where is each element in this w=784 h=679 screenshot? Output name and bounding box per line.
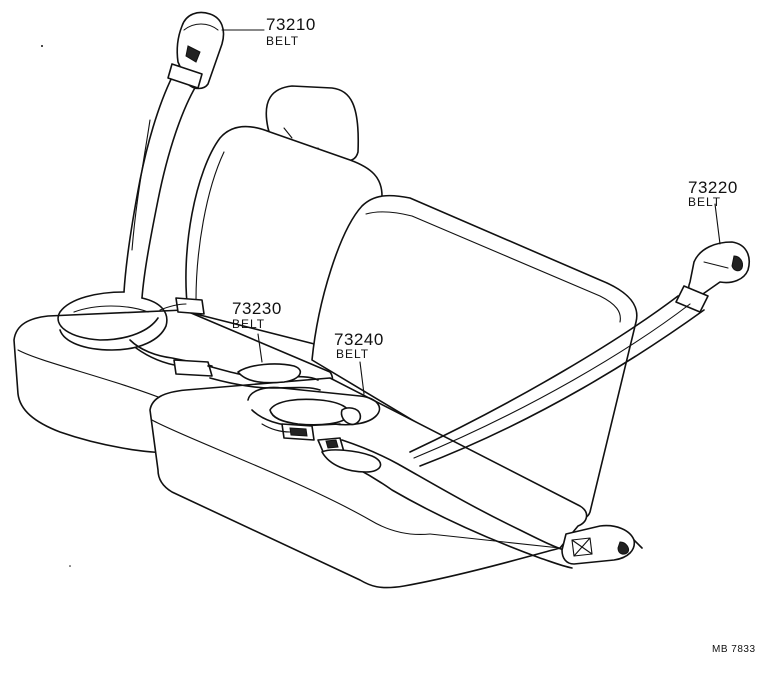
callout-number: 73230 — [232, 299, 282, 318]
seat-cushion — [13, 309, 588, 589]
callout-73210: 73210 BELT — [266, 15, 316, 48]
figure-code: MB 7833 — [712, 644, 756, 655]
callout-name: BELT — [336, 347, 369, 361]
belt-73230-buckle — [173, 359, 213, 377]
callout-number: 73240 — [334, 330, 384, 349]
belt-73220-floor-anchor — [561, 524, 636, 565]
belt-73230 — [129, 339, 321, 391]
belt-73220 — [317, 241, 750, 569]
callout-number: 73210 — [266, 15, 316, 34]
seat-back — [185, 85, 638, 520]
callout-name: BELT — [688, 195, 721, 209]
callout-73220: 73220 BELT — [688, 178, 738, 209]
callout-number: 73220 — [688, 178, 738, 197]
belt-73210 — [57, 11, 225, 351]
leader-lines — [221, 29, 721, 395]
callout-name: BELT — [266, 34, 299, 48]
callout-73240: 73240 BELT — [334, 330, 384, 361]
right-seat-back — [311, 194, 638, 520]
callout-name: BELT — [232, 317, 265, 331]
right-seat-cushion — [149, 377, 588, 589]
callout-73230: 73230 BELT — [232, 299, 282, 331]
belt-73240 — [247, 386, 381, 441]
